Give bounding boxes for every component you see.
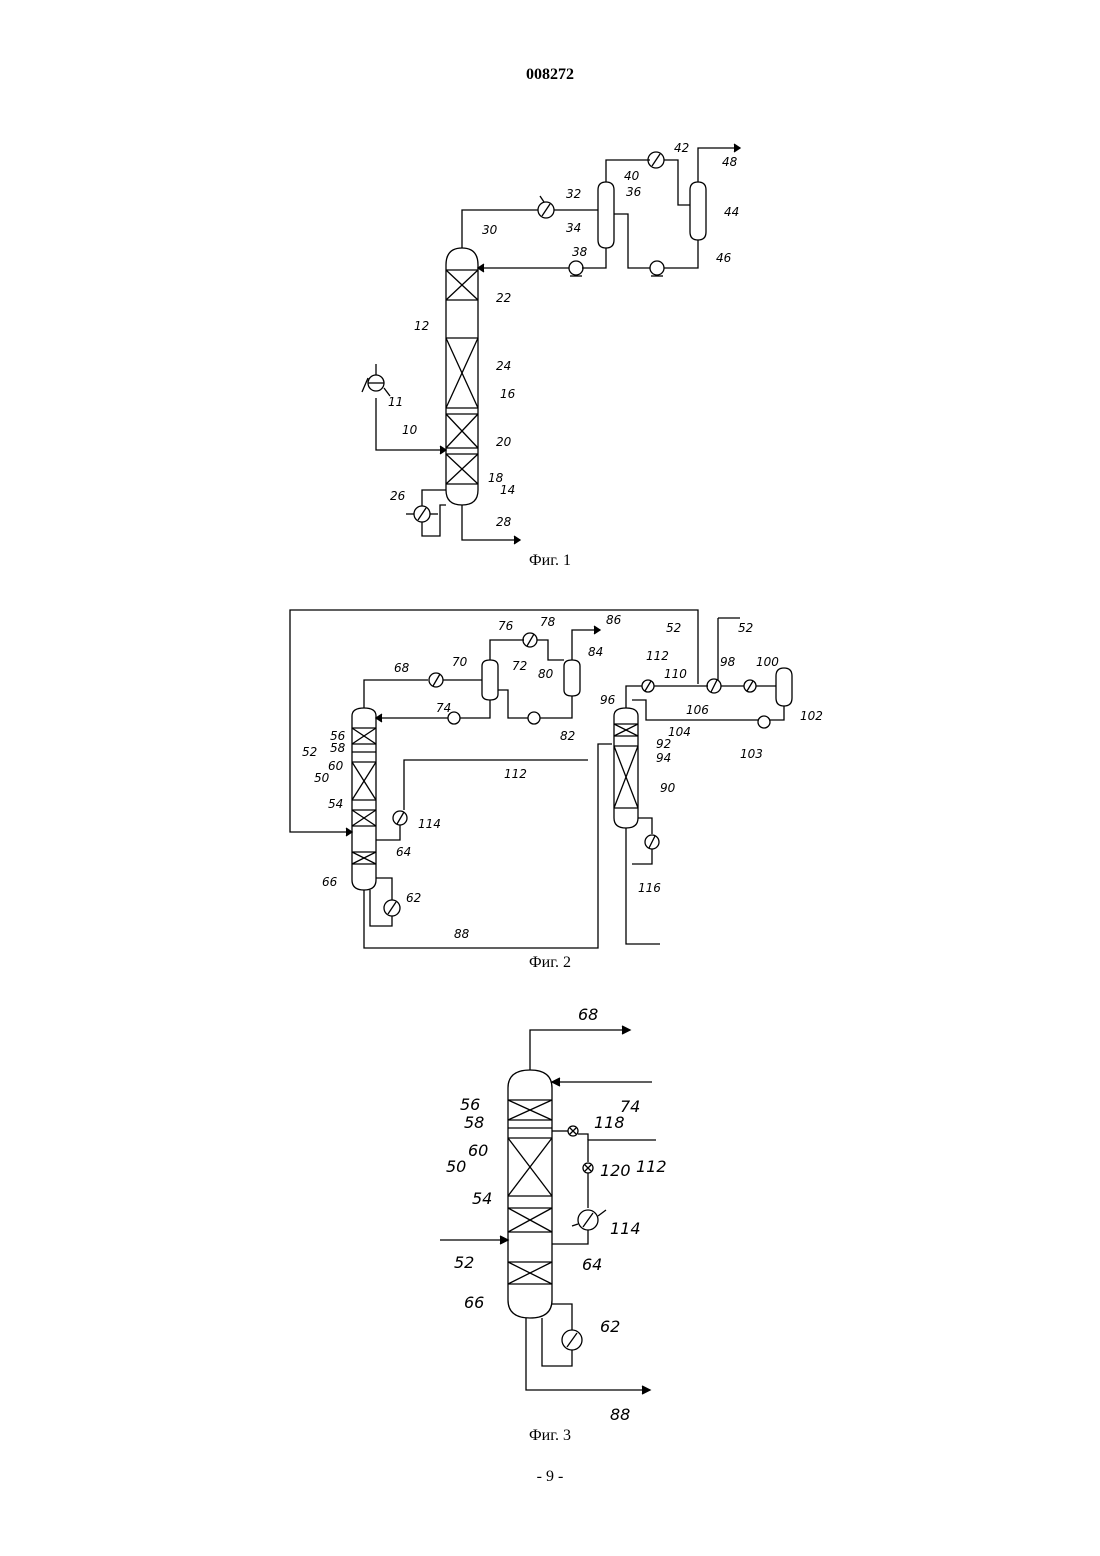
label-110: 110 xyxy=(664,667,687,681)
label-16: 16 xyxy=(500,387,516,401)
label-54: 54 xyxy=(472,1189,492,1208)
label-52: 52 xyxy=(454,1253,474,1272)
label-98: 98 xyxy=(720,655,736,669)
label-114: 114 xyxy=(418,817,441,831)
label-90: 90 xyxy=(660,781,676,795)
label-46: 46 xyxy=(716,251,732,265)
label-96: 96 xyxy=(600,693,616,707)
label-92: 92 xyxy=(656,737,671,751)
label-104: 104 xyxy=(668,725,691,739)
label-64: 64 xyxy=(396,845,411,859)
label-48: 48 xyxy=(722,155,738,169)
label-26: 26 xyxy=(390,489,406,503)
label-44: 44 xyxy=(724,205,739,219)
label-58: 58 xyxy=(330,741,346,755)
label-120: 120 xyxy=(600,1161,631,1180)
label-62: 62 xyxy=(406,891,421,905)
label-62: 62 xyxy=(600,1317,620,1336)
label-88: 88 xyxy=(454,927,470,941)
figure-2-diagram: 50 52 52 52 54 56 58 60 62 64 66 68 70 7… xyxy=(0,600,1100,950)
label-38: 38 xyxy=(572,245,588,259)
label-116: 116 xyxy=(638,881,661,895)
label-30: 30 xyxy=(482,223,498,237)
label-112: 112 xyxy=(646,649,669,663)
label-82: 82 xyxy=(560,729,575,743)
column-12 xyxy=(446,248,478,505)
document-number: 008272 xyxy=(0,66,1100,84)
label-20: 20 xyxy=(496,435,512,449)
column-50 xyxy=(352,708,376,890)
label-32: 32 xyxy=(566,187,581,201)
page-number: - 9 - xyxy=(0,1468,1100,1486)
label-74: 74 xyxy=(436,701,451,715)
label-66: 66 xyxy=(322,875,338,889)
label-72: 72 xyxy=(512,659,527,673)
label-88: 88 xyxy=(610,1405,630,1424)
label-68: 68 xyxy=(578,1005,598,1024)
label-52: 52 xyxy=(302,745,317,759)
label-102: 102 xyxy=(800,709,823,723)
label-58: 58 xyxy=(464,1113,484,1132)
label-60: 60 xyxy=(468,1141,488,1160)
label-18: 18 xyxy=(488,471,504,485)
label-100: 100 xyxy=(756,655,779,669)
label-11: 11 xyxy=(388,395,403,409)
label-28: 28 xyxy=(496,515,512,529)
figure-1-caption: Фиг. 1 xyxy=(0,552,1100,570)
figure-1-labels: 10 11 12 14 16 18 20 22 24 26 28 30 32 3… xyxy=(388,141,739,529)
label-36: 36 xyxy=(626,185,642,199)
label-54: 54 xyxy=(328,797,343,811)
figure-3-caption: Фиг. 3 xyxy=(0,1427,1100,1445)
label-14: 14 xyxy=(500,483,515,497)
label-78: 78 xyxy=(540,615,556,629)
label-84: 84 xyxy=(588,645,603,659)
label-103: 103 xyxy=(740,747,763,761)
figure-1-diagram: 10 11 12 14 16 18 20 22 24 26 28 30 32 3… xyxy=(0,130,1100,550)
label-112: 112 xyxy=(504,767,527,781)
label-70: 70 xyxy=(452,655,468,669)
label-94: 94 xyxy=(656,751,671,765)
label-112: 112 xyxy=(636,1157,667,1176)
column-90 xyxy=(614,708,638,828)
label-64: 64 xyxy=(582,1255,602,1274)
label-76: 76 xyxy=(498,619,514,633)
label-106: 106 xyxy=(686,703,709,717)
label-50: 50 xyxy=(446,1157,466,1176)
label-52: 52 xyxy=(666,621,681,635)
column-50-detail xyxy=(508,1070,552,1318)
label-40: 40 xyxy=(624,169,640,183)
figure-3-labels: 50 52 54 56 58 60 62 64 66 68 74 88 112 … xyxy=(446,1005,667,1424)
figure-3-diagram: 50 52 54 56 58 60 62 64 66 68 74 88 112 … xyxy=(0,1005,1100,1425)
figure-2-labels: 50 52 52 52 54 56 58 60 62 64 66 68 70 7… xyxy=(302,613,823,941)
label-66: 66 xyxy=(464,1293,484,1312)
label-12: 12 xyxy=(414,319,429,333)
label-42: 42 xyxy=(674,141,689,155)
label-10: 10 xyxy=(402,423,418,437)
label-118: 118 xyxy=(594,1113,625,1132)
label-80: 80 xyxy=(538,667,554,681)
label-22: 22 xyxy=(496,291,511,305)
label-52: 52 xyxy=(738,621,753,635)
label-114: 114 xyxy=(610,1219,641,1238)
label-60: 60 xyxy=(328,759,344,773)
label-86: 86 xyxy=(606,613,622,627)
label-34: 34 xyxy=(566,221,581,235)
label-56: 56 xyxy=(460,1095,480,1114)
label-50: 50 xyxy=(314,771,330,785)
label-68: 68 xyxy=(394,661,410,675)
label-24: 24 xyxy=(496,359,511,373)
figure-2-caption: Фиг. 2 xyxy=(0,954,1100,972)
